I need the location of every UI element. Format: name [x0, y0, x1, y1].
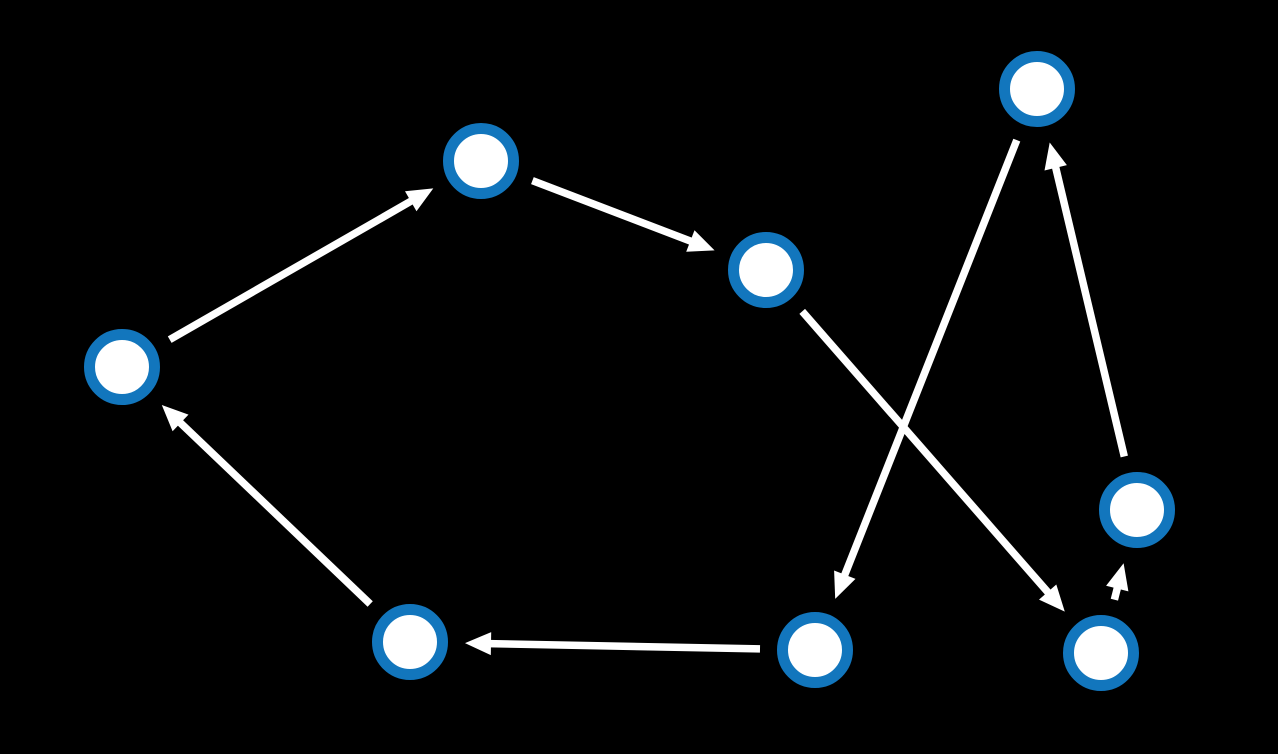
graph-node-mid	[728, 232, 804, 308]
arrowhead-icon	[405, 188, 434, 212]
arrowhead-icon	[834, 570, 856, 599]
graph-node-bottom-right	[1063, 615, 1139, 691]
arrowhead-icon	[1039, 584, 1065, 612]
edge-bottom-right-to-right	[1106, 563, 1129, 601]
edge-left-to-upper-mid-left	[167, 188, 434, 343]
graph-node-bottom-mid	[777, 612, 853, 688]
edge-shaft	[176, 418, 373, 607]
edge-upper-mid-left-to-mid	[531, 177, 715, 252]
graph-node-bottom-left	[372, 604, 448, 680]
edge-top-right-to-bottom-mid	[834, 138, 1021, 599]
edge-shaft	[531, 177, 694, 246]
edge-shaft	[799, 308, 1052, 596]
graph-node-right	[1099, 472, 1175, 548]
arrowhead-icon	[465, 632, 492, 656]
graph-node-top-right	[999, 51, 1075, 127]
edge-mid-to-bottom-right	[799, 308, 1065, 612]
edge-bottom-left-to-left	[161, 405, 373, 607]
edge-bottom-mid-to-bottom-left	[465, 632, 761, 656]
edge-shaft	[1110, 585, 1122, 601]
edge-shaft	[167, 197, 415, 343]
arrowhead-icon	[161, 405, 189, 432]
graph-node-left	[84, 329, 160, 405]
arrowhead-icon	[1044, 142, 1067, 171]
edge-right-to-top-right	[1044, 142, 1128, 458]
graph-node-upper-mid-left	[443, 123, 519, 199]
edge-shaft	[488, 639, 761, 653]
edge-shaft	[840, 138, 1021, 578]
arrowhead-icon	[686, 230, 715, 252]
arrowhead-icon	[1106, 563, 1129, 592]
edge-shaft	[1051, 165, 1128, 458]
